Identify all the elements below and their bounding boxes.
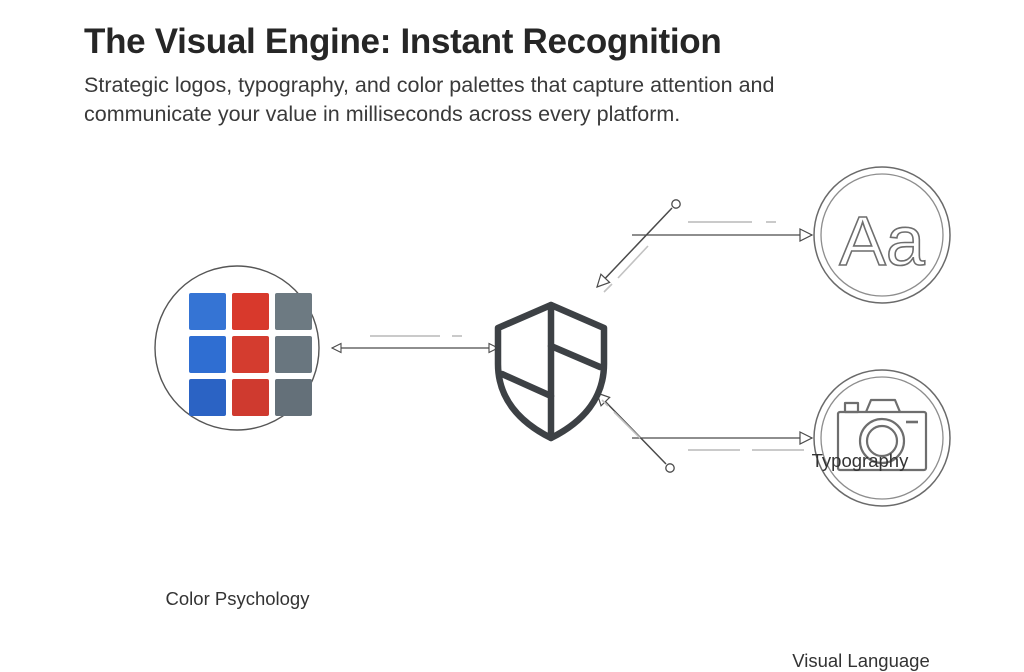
pointer-arrow-top — [596, 199, 681, 293]
node-shield-center[interactable] — [494, 301, 608, 442]
diagram-svg: Aa — [154, 166, 951, 507]
camera-flash — [843, 401, 860, 414]
connector-shield-to-typography — [632, 221, 814, 242]
node-label-typography: Typography — [811, 450, 909, 471]
visual-language-outer-circle — [813, 369, 951, 507]
pointer-line — [596, 207, 673, 288]
diagram: Aa Color Psychology Typography Visual La… — [0, 150, 1024, 671]
shield-icon — [494, 301, 608, 442]
camera-lens-outer — [858, 417, 906, 465]
node-label-visual-language: Visual Language — [792, 650, 930, 671]
node-visual-language[interactable] — [813, 369, 951, 507]
typography-aa-icon: Aa — [839, 202, 925, 280]
connector-shield-to-visual-language — [632, 431, 814, 451]
camera-lens-inner — [865, 424, 899, 458]
header: The Visual Engine: Instant Recognition S… — [84, 22, 914, 128]
visual-language-inner-circle — [820, 376, 944, 500]
typography-inner-circle — [820, 173, 944, 297]
node-color-psychology[interactable] — [154, 265, 320, 431]
typography-outer-circle — [813, 166, 951, 304]
shield-lower-diagonal — [498, 370, 555, 400]
page-title: The Visual Engine: Instant Recognition — [84, 22, 722, 61]
pointer-highlight — [601, 399, 641, 439]
color-grid-icon — [189, 293, 312, 416]
connector-color-to-shield — [332, 335, 498, 348]
pointer-dot — [665, 463, 675, 473]
pointer-arrow-bottom — [596, 392, 675, 473]
node-label-color-psychology: Color Psychology — [165, 588, 310, 609]
camera-body — [836, 410, 928, 472]
pointer-highlight — [603, 245, 649, 293]
camera-viewfinder — [864, 398, 902, 413]
node-typography[interactable]: Aa — [813, 166, 951, 304]
shield-upper-diagonal — [547, 342, 604, 371]
page-subtitle: Strategic logos, typography, and color p… — [84, 73, 775, 126]
pointer-dot — [671, 199, 681, 209]
slide-canvas: The Visual Engine: Instant Recognition S… — [0, 22, 1024, 671]
camera-icon — [836, 398, 928, 472]
